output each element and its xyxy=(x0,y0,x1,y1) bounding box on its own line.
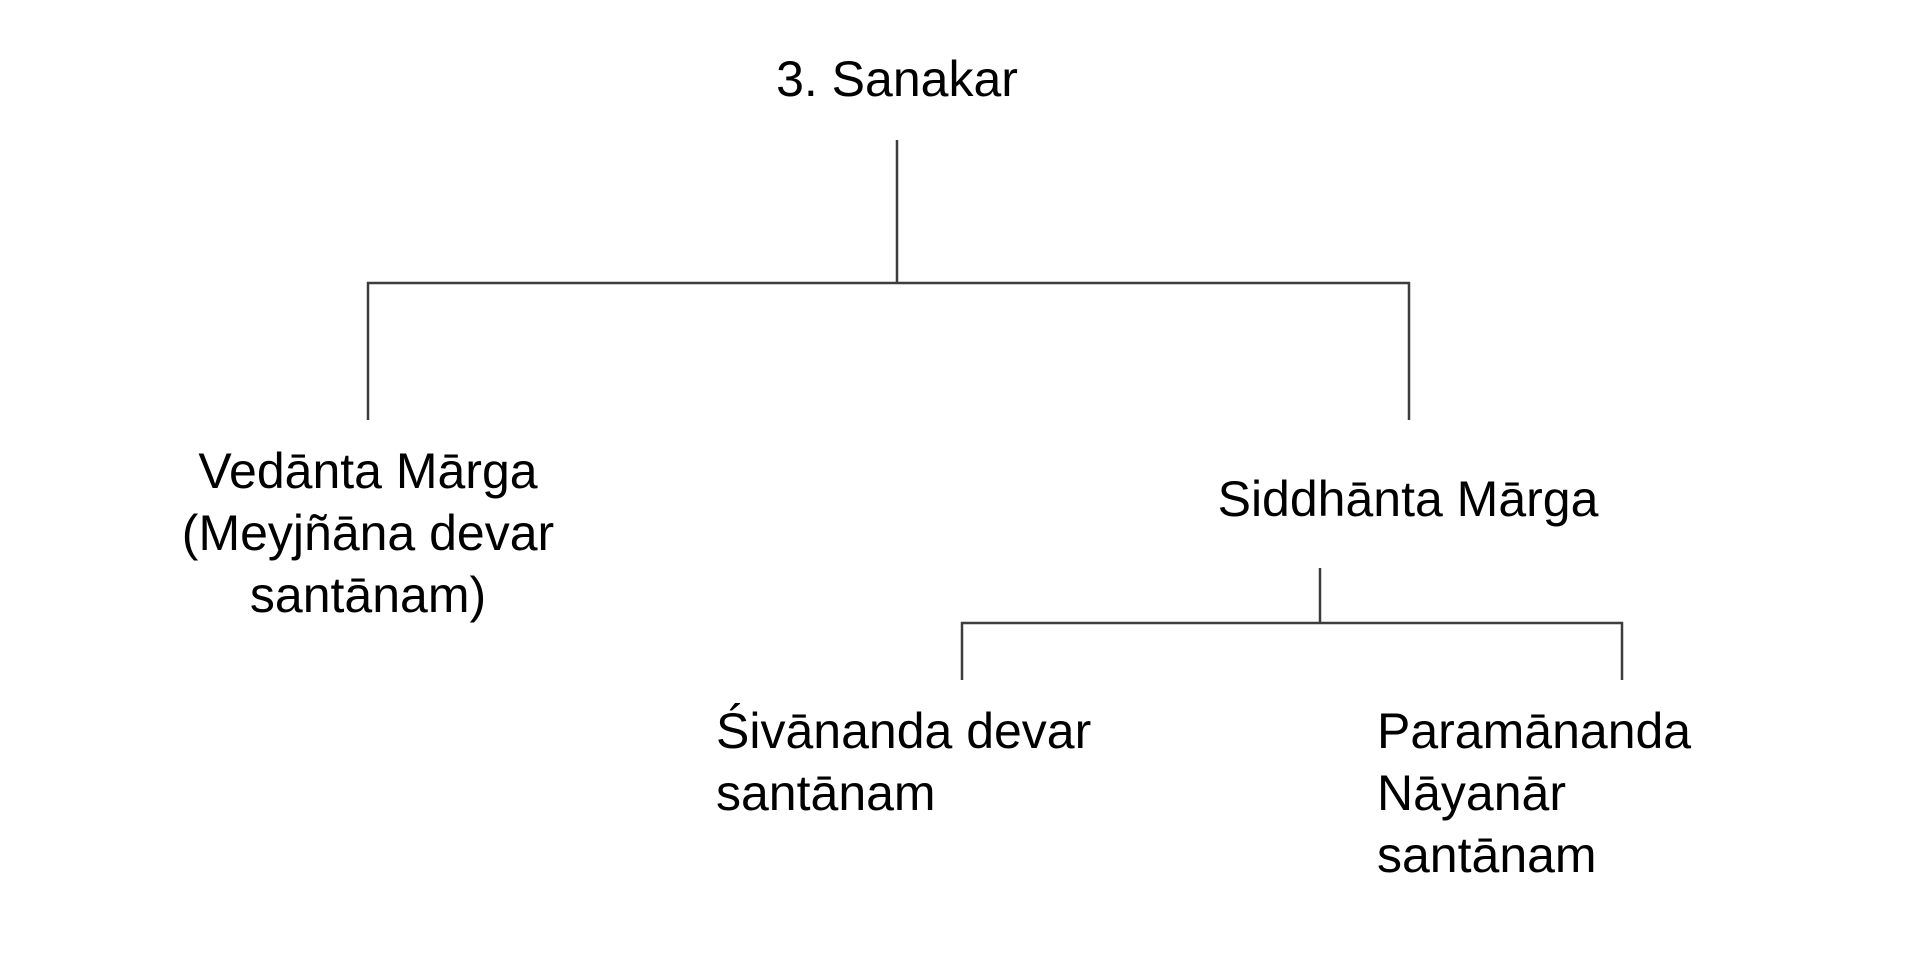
root-node-sanakar: 3. Sanakar xyxy=(776,51,1018,107)
node-siddhanta-marga: Siddhānta Mārga xyxy=(1217,471,1599,527)
node-vedanta-marga: Vedānta Mārga (Meyjñāna devar santānam) xyxy=(181,443,555,623)
node-paramananda-nayanar-santanam: Paramānanda Nāyanār santānam xyxy=(1377,703,1692,883)
node-sivananda-devar-santanam: Śivānanda devar santānam xyxy=(716,703,1092,821)
